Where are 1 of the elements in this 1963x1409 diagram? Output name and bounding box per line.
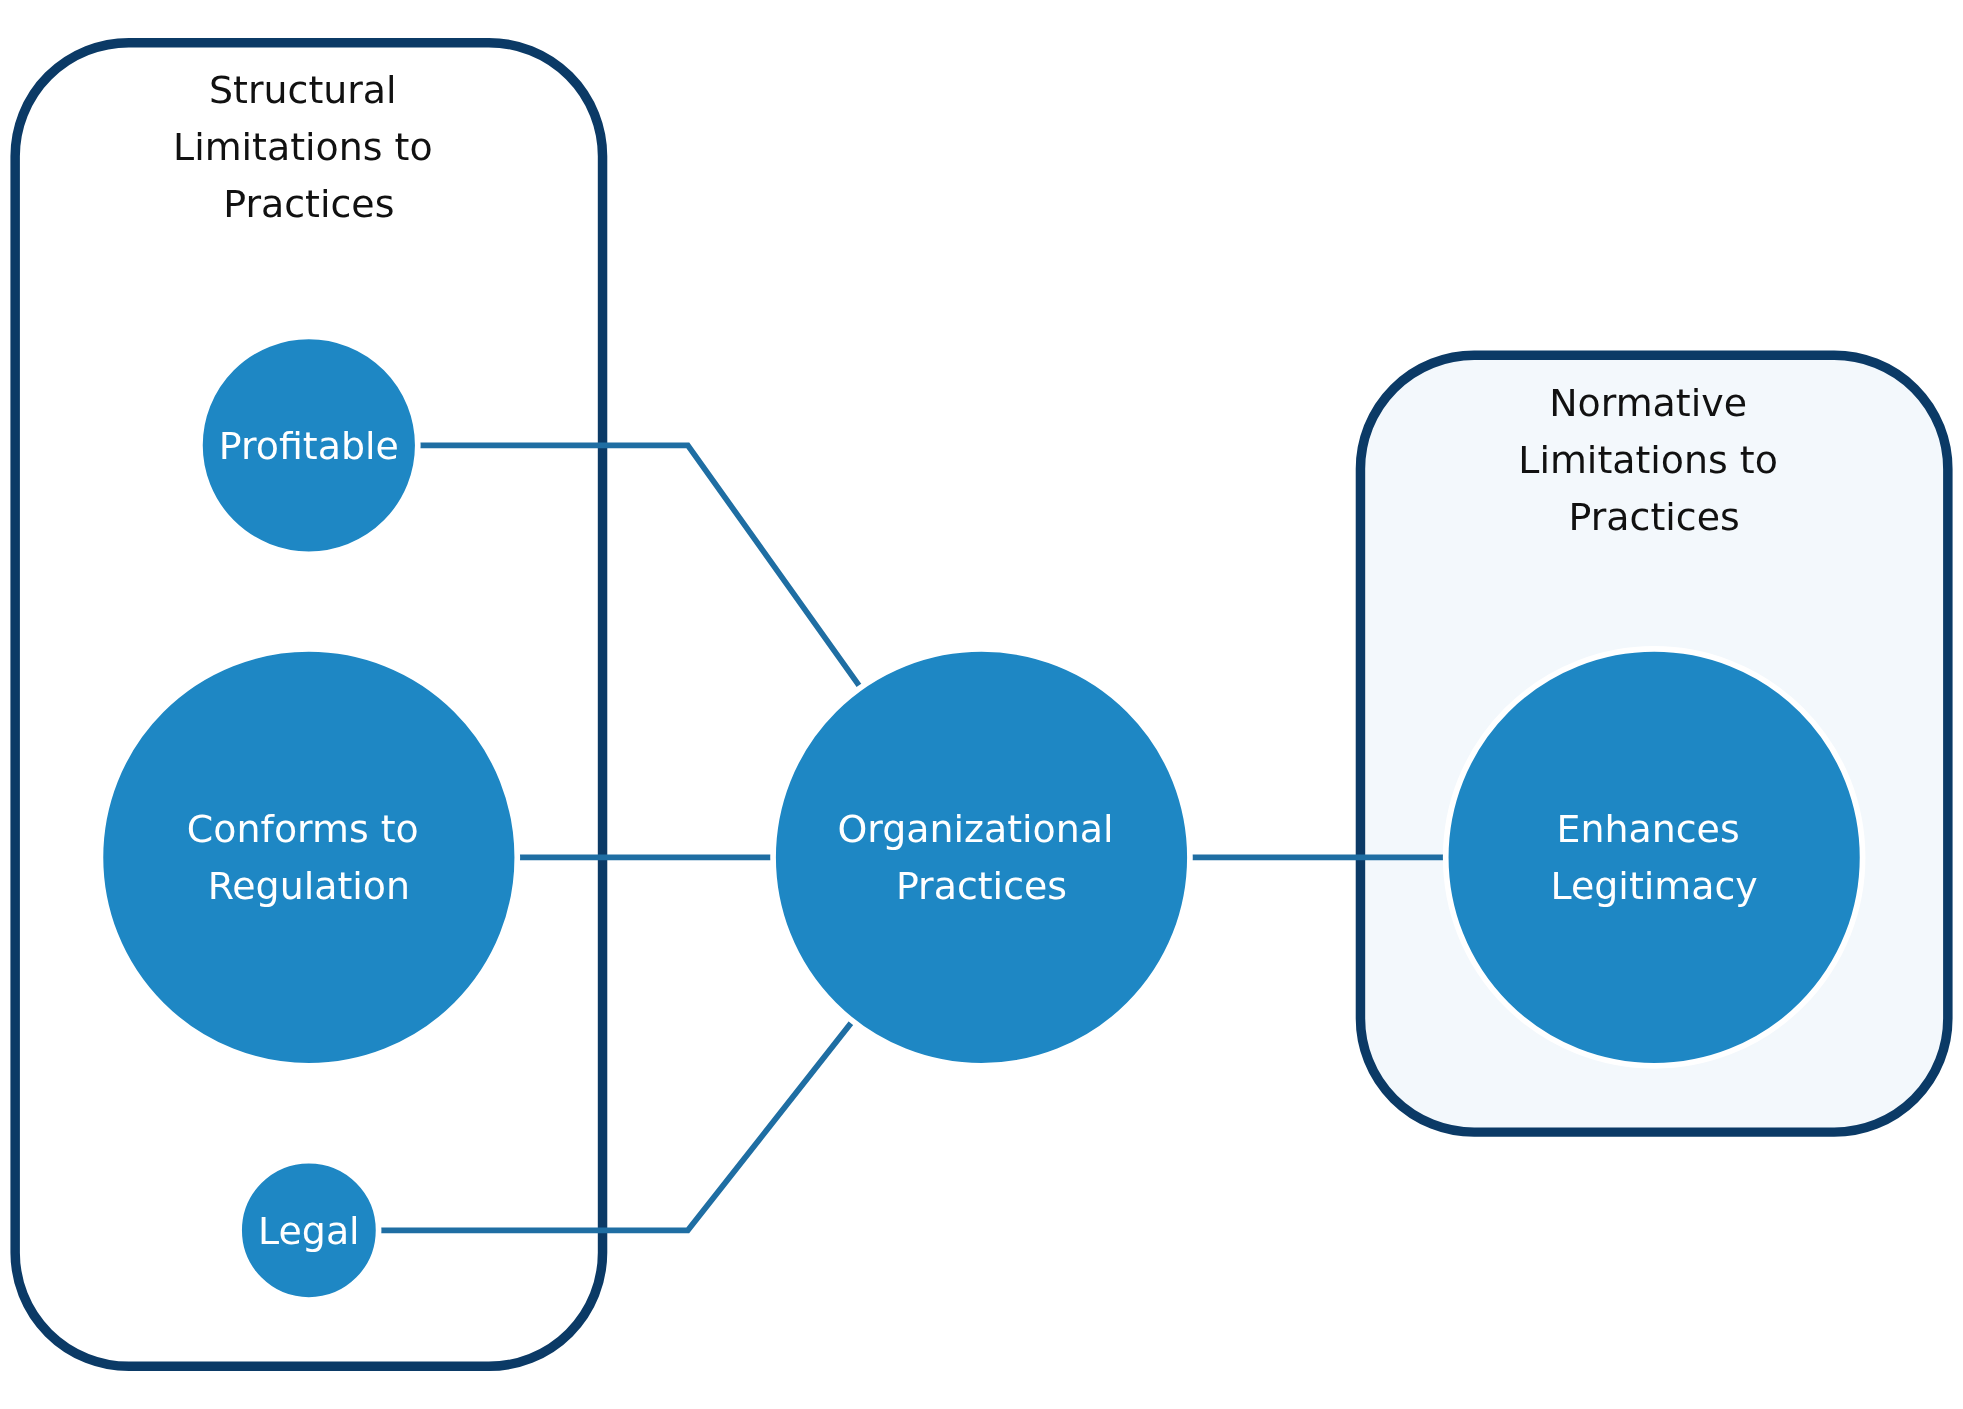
node-circle: Enhances Legitimacy — [1442, 646, 1866, 1069]
